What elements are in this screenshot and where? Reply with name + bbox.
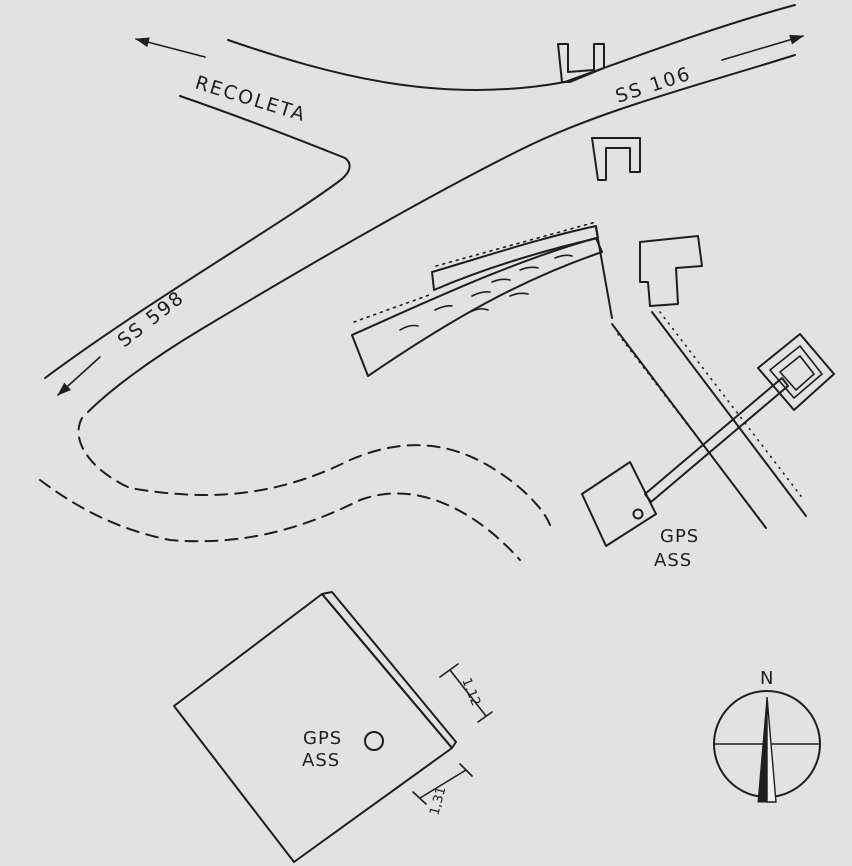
detail-plan [173,591,457,863]
embankment-west [611,323,767,529]
building-east [639,235,703,307]
compass-rose [713,690,821,803]
tower-structure [757,333,835,411]
compass-north-label: N [760,668,774,689]
dimension-2 [412,763,473,805]
arrow-ss106 [721,34,804,61]
road-ss106-ss598 [87,4,796,413]
arrow-recoleta [135,37,206,58]
dimension-2-label: 1,31 [427,785,449,817]
label-ss598: SS 598 [114,286,189,352]
detail-gps-marker [364,731,384,751]
building-south [591,137,641,181]
arrow-ss598 [57,356,101,396]
detail-label-line1: GPS [303,728,342,749]
detail-label-line2: ASS [302,750,340,771]
embankment-east [651,311,807,517]
dimension-1-label: 1,12 [458,676,483,708]
gps-site-box [581,461,657,547]
dashed-trail-south [39,479,521,561]
label-ss106: SS 106 [613,63,694,108]
gps-site-label-line1: GPS [660,526,699,547]
dimension-1 [439,663,493,723]
building-north [557,43,605,83]
road-recoleta [44,39,566,379]
gps-marker [632,508,644,520]
gps-site-label-line2: ASS [654,550,692,571]
label-recoleta: RECOLETA [193,72,310,127]
dashed-trail-north [77,417,551,526]
water-channel [351,221,613,377]
